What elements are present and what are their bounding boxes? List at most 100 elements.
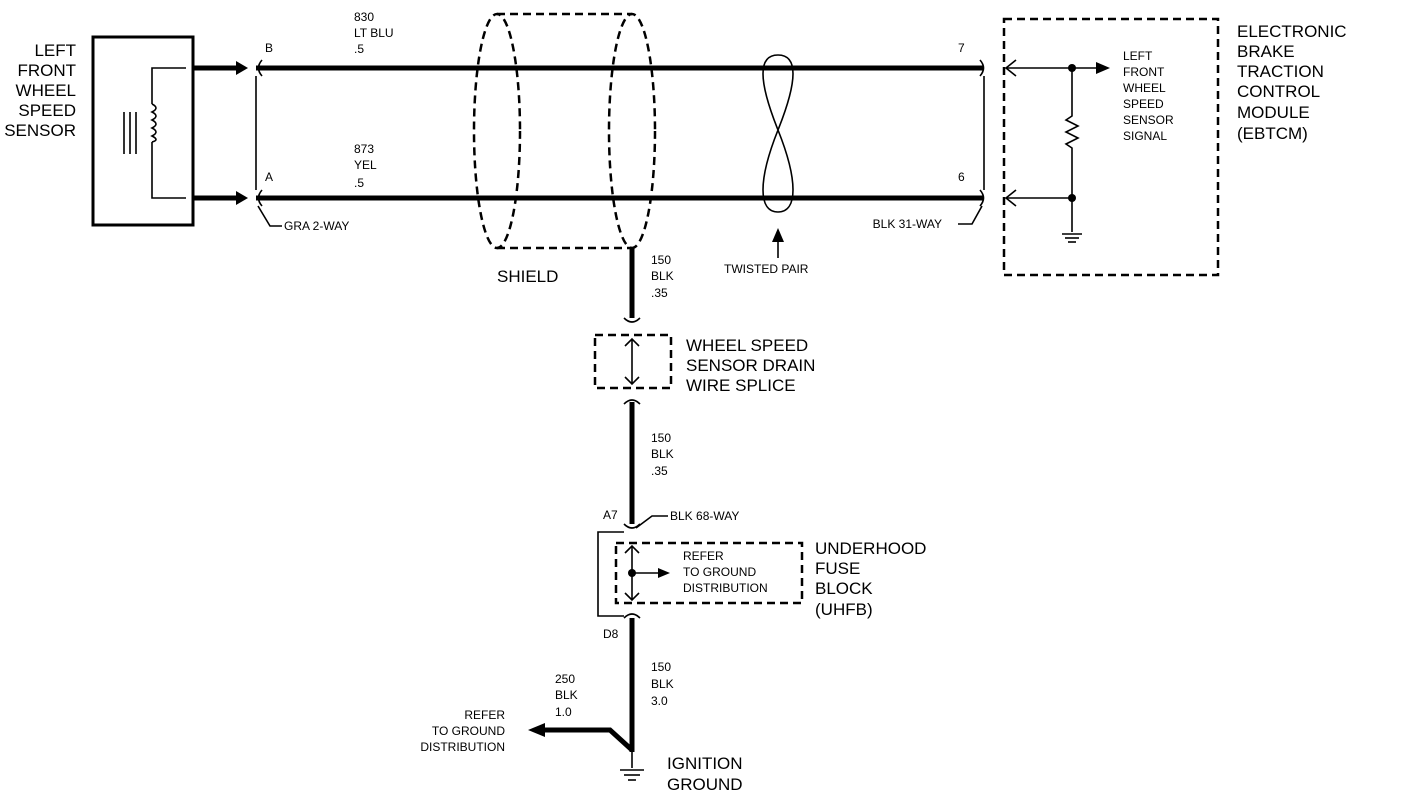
connector-bracket-icon	[979, 59, 985, 77]
drain-wire-2-gauge: .35	[651, 464, 668, 478]
twisted-pair-label: TWISTED PAIR	[724, 262, 809, 276]
module-connector-label: BLK 31-WAY	[873, 217, 942, 231]
chevron-up-icon	[624, 337, 640, 347]
uhfb-refer-line-3: DISTRIBUTION	[683, 581, 768, 595]
module-label-line-2: BRAKE	[1237, 42, 1295, 61]
drain-wire-1-color: BLK	[651, 269, 674, 283]
shield-label: SHIELD	[497, 267, 558, 286]
connector-bracket-icon	[979, 189, 985, 207]
chevron-down-icon	[624, 592, 640, 602]
sensor-coil-icon	[123, 67, 186, 199]
module-pin-6: 6	[958, 170, 965, 184]
ebtcm-box	[1002, 17, 1220, 277]
branch-wire-line	[540, 727, 634, 752]
shield-left-ellipse	[472, 12, 522, 250]
drain-wire-splice: WHEEL SPEED SENSOR DRAIN WIRE SPLICE	[593, 333, 815, 395]
sensor-pin-a: A	[265, 170, 273, 184]
uhfb-refer-line-2: TO GROUND	[683, 565, 756, 579]
branch-refer-line-2: TO GROUND	[432, 724, 505, 738]
drain-wire-2-circuit: 150	[651, 431, 671, 445]
uhfb-label-line-2: FUSE	[815, 559, 860, 578]
uhfb-pin-a7: A7	[603, 508, 618, 522]
branch-wire: 250 BLK 1.0 REFER TO GROUND DISTRIBUTION	[420, 672, 634, 754]
module-label-line-6: (EBTCM)	[1237, 124, 1308, 143]
uhfb-label-line-1: UNDERHOOD	[815, 539, 926, 558]
arrow-right-icon	[236, 191, 248, 205]
chevron-up-icon	[624, 544, 640, 554]
module-label-line-4: CONTROL	[1237, 82, 1320, 101]
sensor-pin-b: B	[265, 41, 273, 55]
uhfb-label-line-3: BLOCK	[815, 579, 873, 598]
module-label-line-1: ELECTRONIC	[1237, 22, 1347, 41]
ground-wire-gauge: 3.0	[651, 694, 668, 708]
module-pin-7: 7	[958, 41, 965, 55]
connector-leader-line	[958, 205, 983, 225]
ground-wire-circuit: 150	[651, 660, 671, 674]
wheel-speed-sensor: LEFT FRONT WHEEL SPEED SENSOR	[4, 35, 248, 227]
sensor-label-line-2: FRONT	[17, 61, 76, 80]
drain-wire-1: 150 BLK .35	[623, 248, 674, 323]
sensor-label-line-5: SENSOR	[4, 121, 76, 140]
ground-wire: 150 BLK 3.0	[629, 618, 674, 752]
shield-right-ellipse	[607, 12, 657, 250]
wire-830-color: LT BLU	[354, 26, 394, 40]
sensor-label-line-4: SPEED	[18, 101, 76, 120]
signal-label-line-1: LEFT	[1123, 49, 1153, 63]
uhfb-leader-line	[635, 515, 668, 529]
splice-box	[593, 333, 673, 390]
connector-bracket-icon	[623, 399, 641, 405]
sensor-connector-label: GRA 2-WAY	[284, 219, 349, 233]
wire-873-gauge: .5	[354, 176, 364, 190]
drain-wire-1-gauge: .35	[651, 286, 668, 300]
ignition-ground: IGNITION GROUND	[620, 752, 743, 794]
arrow-up-icon	[772, 228, 784, 242]
splice-label-line-3: WIRE SPLICE	[686, 376, 796, 395]
connector-bracket-icon	[623, 317, 641, 323]
uhfb-label-line-4: (UHFB)	[815, 600, 873, 619]
drain-wire-1-circuit: 150	[651, 253, 671, 267]
connector-bracket-icon	[623, 613, 641, 619]
wire-873-color: YEL	[354, 158, 377, 172]
branch-wire-circuit: 250	[555, 672, 575, 686]
ignition-ground-label-line-1: IGNITION	[667, 754, 743, 773]
arrow-left-icon	[528, 723, 545, 737]
ebtcm-module: LEFT FRONT WHEEL SPEED SENSOR SIGNAL ELE…	[1002, 17, 1347, 277]
arrow-right-icon	[236, 61, 248, 75]
ignition-ground-label-line-2: GROUND	[667, 775, 743, 794]
module-connector: BLK 31-WAY 7 6	[873, 41, 985, 231]
module-label-line-5: MODULE	[1237, 103, 1310, 122]
branch-refer-line-1: REFER	[464, 708, 505, 722]
shield: SHIELD	[472, 12, 657, 286]
twisted-pair-icon	[762, 54, 794, 213]
resistor-icon	[1064, 68, 1080, 198]
ground-wire-color: BLK	[651, 677, 674, 691]
uhfb-box	[614, 541, 804, 605]
sensor-housing	[91, 35, 195, 227]
signal-label-line-3: WHEEL	[1123, 81, 1166, 95]
signal-label-line-6: SIGNAL	[1123, 129, 1167, 143]
uhfb-pin-d8: D8	[603, 627, 619, 641]
branch-refer-line-3: DISTRIBUTION	[420, 740, 505, 754]
arrow-right-icon	[1096, 62, 1110, 74]
splice-label-line-1: WHEEL SPEED	[686, 336, 808, 355]
chevron-down-icon	[624, 376, 640, 386]
module-label-line-3: TRACTION	[1237, 62, 1324, 81]
twisted-pair: TWISTED PAIR	[724, 54, 809, 276]
splice-label-line-2: SENSOR DRAIN	[686, 356, 815, 375]
drain-wire-2: 150 BLK .35	[623, 399, 674, 524]
wire-830-gauge: .5	[354, 42, 364, 56]
uhfb-connector-outline	[597, 531, 624, 617]
sensor-label-line-3: WHEEL	[16, 81, 76, 100]
wire-873-label: 873 YEL .5	[354, 142, 377, 190]
signal-label-line-2: FRONT	[1123, 65, 1165, 79]
drain-wire-2-color: BLK	[651, 447, 674, 461]
signal-label-line-5: SENSOR	[1123, 113, 1174, 127]
wire-873-circuit: 873	[354, 142, 374, 156]
uhfb-connector-label: BLK 68-WAY	[670, 509, 739, 523]
ground-icon	[1062, 233, 1082, 243]
wire-830-circuit: 830	[354, 10, 374, 24]
sensor-label-line-1: LEFT	[34, 41, 76, 60]
wire-830-label: 830 LT BLU .5	[354, 10, 394, 56]
uhfb-refer-line-1: REFER	[683, 549, 724, 563]
